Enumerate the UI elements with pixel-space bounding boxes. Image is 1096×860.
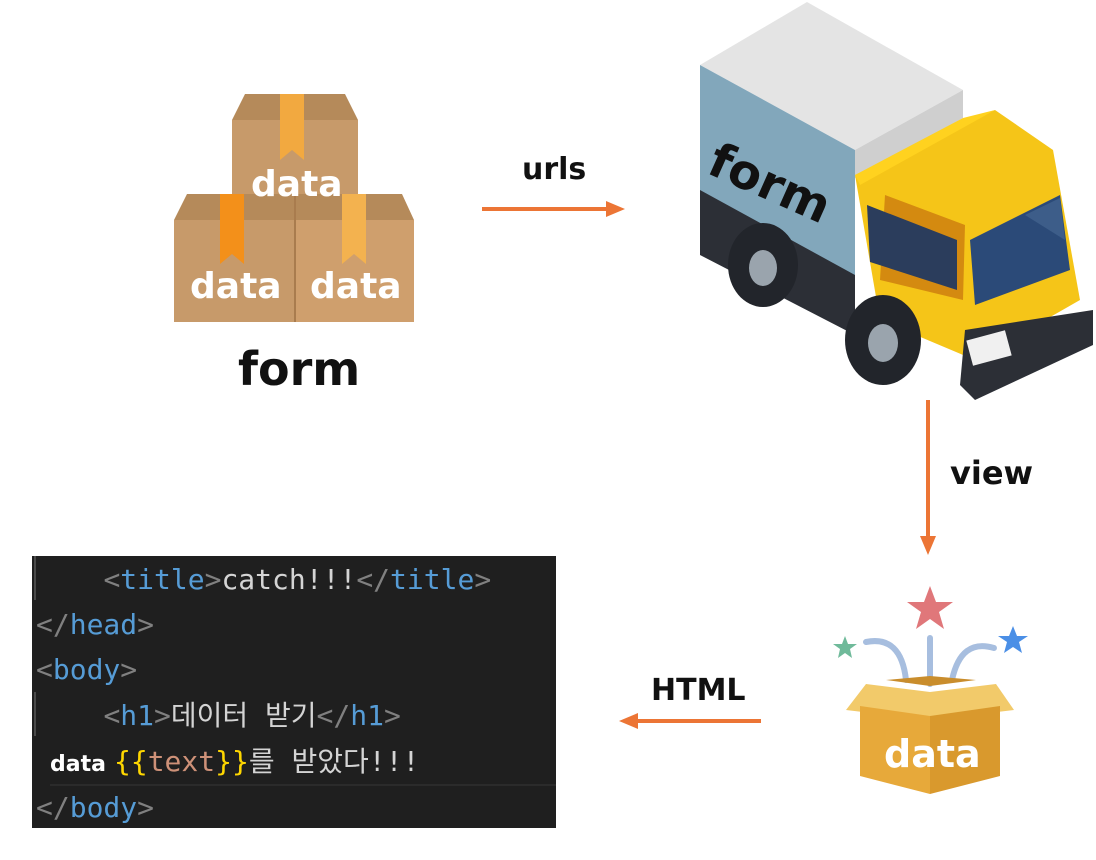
code-token: < — [103, 563, 121, 596]
stacked-boxes-icon — [174, 94, 414, 322]
box-label-bottom-right: data — [310, 266, 402, 307]
code-tag: body — [69, 791, 138, 824]
code-line-head-close: </head> — [36, 603, 556, 647]
code-tag: title — [390, 563, 475, 596]
code-token: < — [36, 653, 53, 686]
form-boxes-illustration: data data data — [170, 90, 420, 330]
code-text: catch!!! — [221, 563, 357, 596]
code-variable: text — [147, 745, 216, 778]
code-text: 를 받았다!!! — [248, 745, 420, 778]
code-line-title: <title>catch!!!</title> — [36, 558, 556, 602]
code-data-prefix: data — [50, 752, 106, 777]
code-token: < — [103, 699, 121, 732]
box-label-top: data — [251, 164, 343, 205]
data-box-label: data — [884, 732, 981, 776]
code-token: </ — [356, 563, 391, 596]
indent-guide — [34, 692, 36, 736]
code-tag: h1 — [350, 699, 384, 732]
code-text: 데이터 받기 — [170, 699, 317, 732]
indent-guide — [34, 556, 36, 600]
code-token: > — [474, 563, 492, 596]
view-label: view — [950, 454, 1034, 492]
code-line-template: data {{text}}를 받았다!!! — [50, 740, 556, 786]
code-line-h1: <h1>데이터 받기</h1> — [36, 694, 556, 738]
code-line-body-close: </body> — [36, 786, 556, 828]
code-token: > — [120, 653, 138, 686]
html-arrow-icon — [619, 713, 761, 729]
form-caption: form — [238, 342, 361, 396]
code-indent — [36, 563, 103, 596]
code-token: > — [154, 699, 171, 732]
html-label: HTML — [651, 673, 746, 708]
code-token: > — [383, 699, 401, 732]
code-indent — [36, 699, 103, 732]
code-brace: {{ — [113, 745, 148, 778]
urls-label: urls — [522, 152, 587, 187]
box-label-bottom-left: data — [190, 266, 282, 307]
code-tag: title — [120, 563, 205, 596]
code-tag: h1 — [120, 699, 155, 732]
code-brace: }} — [215, 745, 249, 778]
code-tag: body — [52, 653, 121, 686]
truck-illustration: form — [695, 0, 1095, 405]
code-token: > — [137, 791, 155, 824]
code-token: > — [137, 608, 155, 641]
truck-icon — [700, 2, 1093, 400]
view-arrow-icon — [920, 400, 936, 555]
code-line-body-open: <body> — [36, 648, 556, 692]
code-token: </ — [36, 791, 70, 824]
code-editor-panel: <title>catch!!!</title> </head> <body> <… — [32, 556, 556, 828]
code-token: </ — [316, 699, 351, 732]
data-box-illustration: data — [826, 580, 1036, 800]
open-box-icon — [833, 586, 1028, 794]
code-token: </ — [36, 608, 70, 641]
code-token: > — [204, 563, 222, 596]
urls-arrow-icon — [482, 201, 625, 217]
code-tag: head — [69, 608, 138, 641]
